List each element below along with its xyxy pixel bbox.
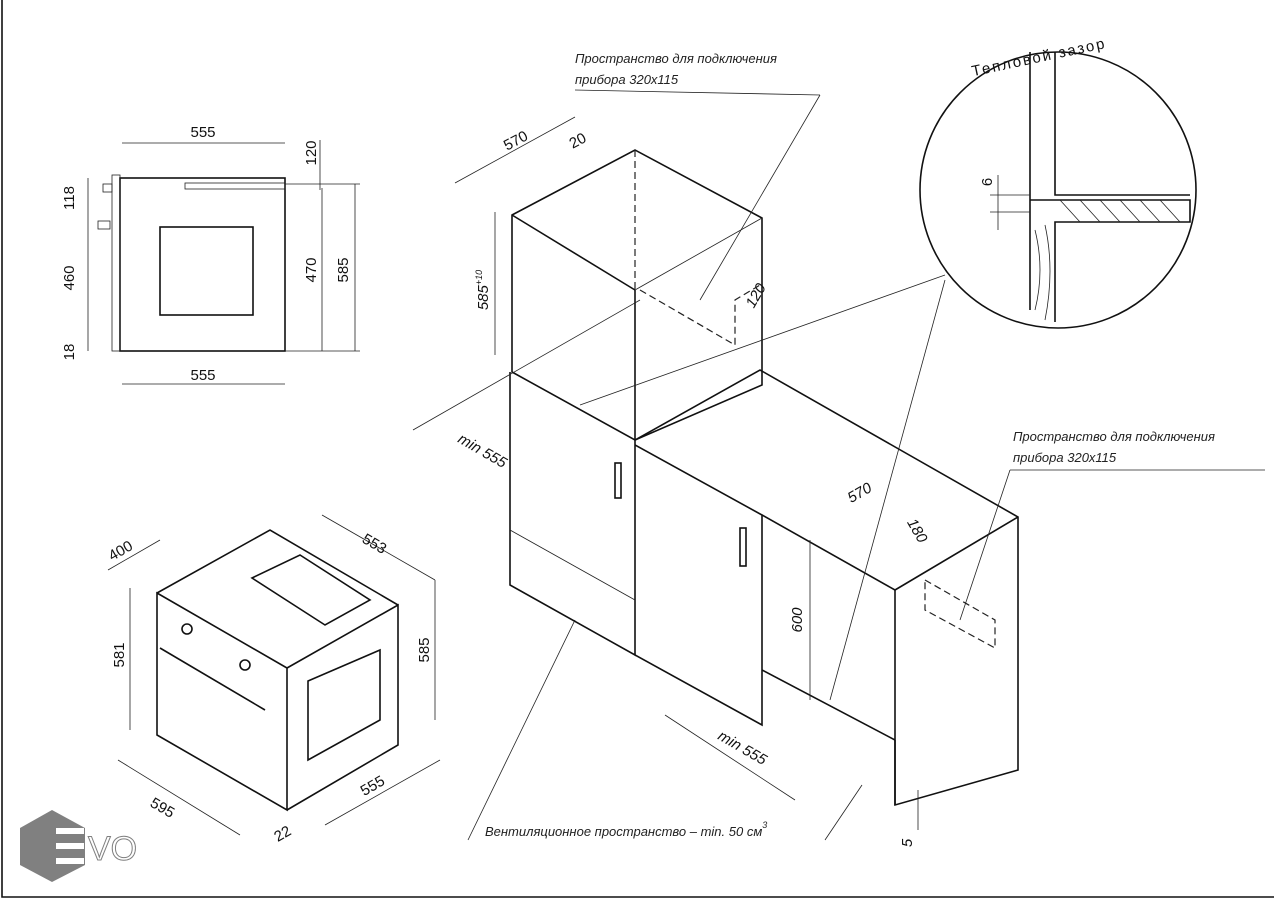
dim-width-top: 555	[190, 124, 215, 141]
dim-555-iso: 555	[358, 772, 388, 799]
note-connection-top-line2: прибора 320x115	[575, 72, 679, 87]
logo-text: VO	[88, 830, 137, 868]
dim-585-iso: 585	[416, 637, 433, 662]
dim-585-cabinet: 585+10	[474, 270, 492, 310]
dim-thermal-gap-6: 6	[979, 178, 996, 186]
note-thermal-gap: Тепловой зазор	[970, 35, 1108, 80]
dim-22: 22	[271, 823, 294, 846]
note-connection-top-line1: Пространство для подключения	[575, 51, 777, 66]
dim-553: 553	[359, 530, 389, 557]
note-connection-right-line1: Пространство для подключения	[1013, 429, 1215, 444]
dim-120-cabinet: 120	[742, 280, 770, 311]
dim-min-555-top: min 555	[455, 430, 510, 472]
dim-180: 180	[903, 516, 931, 547]
dim-595: 595	[147, 794, 177, 821]
note-connection-right-line2: прибора 320x115	[1013, 450, 1117, 465]
dim-18: 18	[61, 344, 78, 361]
evo-logo: VO	[20, 810, 138, 882]
dim-min-555-bottom: min 555	[715, 727, 770, 769]
dim-20: 20	[567, 130, 590, 153]
dim-470: 470	[303, 257, 320, 282]
dim-585: 585	[335, 257, 352, 282]
dim-570-right: 570	[845, 479, 876, 507]
cabinet-drawing	[412, 89, 1265, 841]
dim-570-top: 570	[501, 128, 531, 155]
note-ventilation: Вентиляционное пространство – min. 50 см…	[485, 820, 767, 839]
dim-width-bottom: 555	[190, 367, 215, 384]
oven-front-view	[87, 140, 360, 385]
dim-400: 400	[106, 537, 136, 564]
dim-5: 5	[899, 838, 916, 847]
oven-isometric-view	[107, 514, 441, 836]
dim-581: 581	[111, 642, 128, 667]
dim-120: 120	[303, 140, 320, 165]
thermal-gap-detail	[919, 51, 1197, 329]
dim-600: 600	[789, 607, 806, 633]
dim-460: 460	[61, 265, 78, 290]
dim-118: 118	[61, 186, 78, 210]
